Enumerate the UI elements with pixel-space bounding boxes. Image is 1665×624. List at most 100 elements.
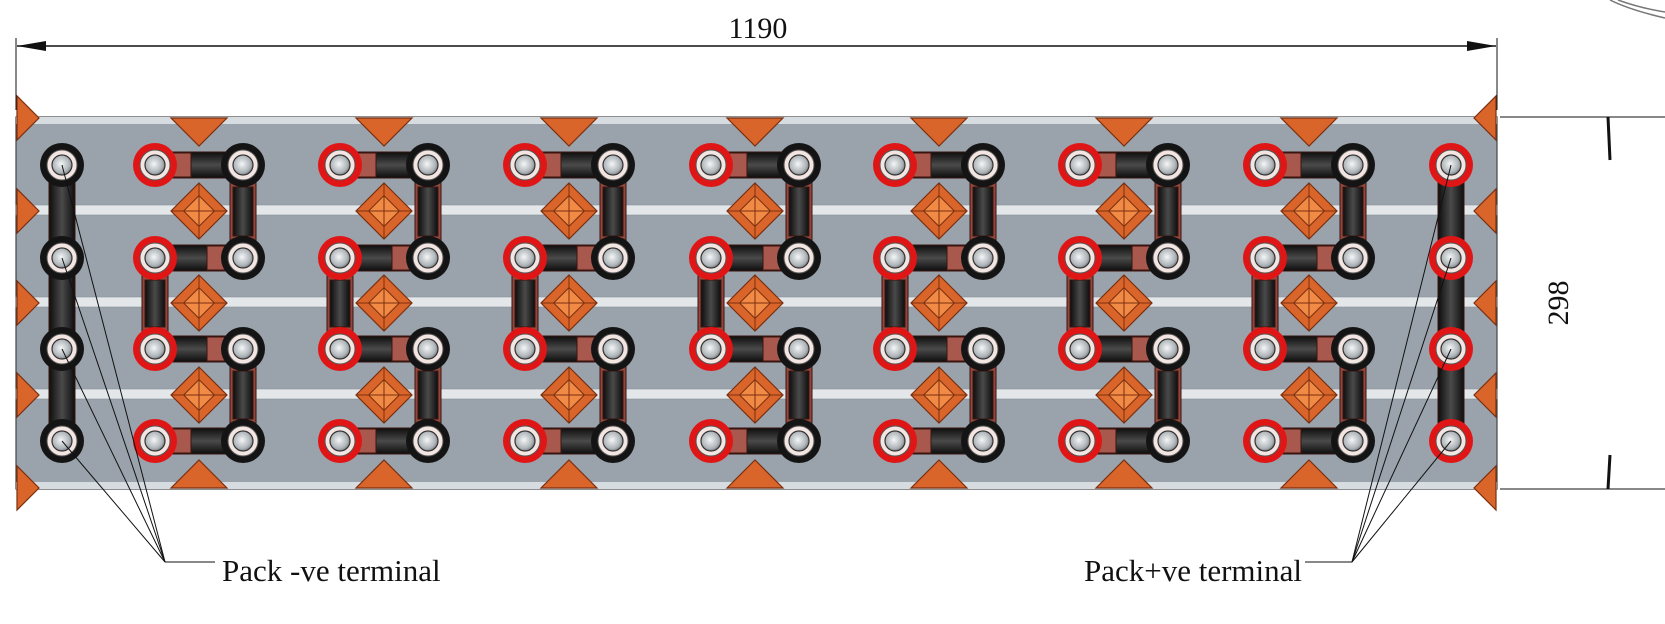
cell-spacer xyxy=(726,366,784,424)
edge-spacer xyxy=(169,117,229,147)
edge-spacer xyxy=(1473,279,1497,327)
cell-terminal xyxy=(700,430,722,452)
cell-terminal xyxy=(1069,154,1091,176)
cell-terminal xyxy=(602,247,624,269)
cell-array xyxy=(16,94,1497,512)
edge-spacer xyxy=(725,117,785,147)
cell-terminal xyxy=(602,430,624,452)
cell-spacer xyxy=(540,366,598,424)
cell-terminal xyxy=(417,154,439,176)
series-link xyxy=(1157,186,1179,237)
cell-terminal xyxy=(514,430,536,452)
cell-terminal xyxy=(700,338,722,360)
cell-spacer xyxy=(170,182,228,240)
cell-terminal xyxy=(788,430,810,452)
cell-terminal xyxy=(1157,338,1179,360)
cell-spacer xyxy=(726,274,784,332)
cell-spacer xyxy=(1095,366,1153,424)
series-link xyxy=(1342,186,1364,237)
cell-spacer xyxy=(170,274,228,332)
edge-spacer xyxy=(1279,459,1339,489)
cell-spacer xyxy=(910,274,968,332)
neg-terminal-label: Pack -ve terminal xyxy=(222,553,441,588)
series-link xyxy=(972,186,994,237)
series-link xyxy=(1069,279,1091,328)
cell-terminal xyxy=(144,247,166,269)
edge-spacer xyxy=(16,279,40,327)
edge-spacer xyxy=(539,117,599,147)
series-link xyxy=(884,279,906,328)
series-link xyxy=(700,279,722,328)
series-link xyxy=(232,370,254,420)
series-link xyxy=(329,279,351,328)
edge-spacer xyxy=(354,117,414,147)
cell-terminal xyxy=(884,338,906,360)
cell-terminal xyxy=(1157,154,1179,176)
cell-terminal xyxy=(1069,247,1091,269)
cell-terminal xyxy=(329,430,351,452)
width-dimension: 1190 xyxy=(15,12,1498,110)
cell-terminal xyxy=(144,430,166,452)
height-dimension-label: 298 xyxy=(1542,281,1575,326)
cell-terminal xyxy=(514,247,536,269)
cell-terminal xyxy=(1342,338,1364,360)
cell-terminal xyxy=(1254,247,1276,269)
series-link xyxy=(602,186,624,237)
series-link xyxy=(144,279,166,328)
cell-terminal xyxy=(232,154,254,176)
cell-terminal xyxy=(232,430,254,452)
height-dimension: 298 xyxy=(1500,116,1665,490)
cell-spacer xyxy=(910,366,968,424)
cell-terminal xyxy=(144,154,166,176)
edge-spacer xyxy=(16,371,40,419)
pos-terminal-label: Pack+ve terminal xyxy=(1084,553,1302,588)
cell-terminal xyxy=(514,154,536,176)
cell-terminal xyxy=(232,247,254,269)
edge-spacer xyxy=(1279,117,1339,147)
series-link xyxy=(1254,279,1276,328)
cell-terminal xyxy=(1157,247,1179,269)
cell-terminal xyxy=(972,338,994,360)
cell-spacer xyxy=(540,182,598,240)
edge-spacer xyxy=(1094,117,1154,147)
series-link xyxy=(1342,370,1364,420)
edge-spacer xyxy=(354,459,414,489)
series-link xyxy=(788,370,810,420)
cell-terminal xyxy=(417,247,439,269)
cell-terminal xyxy=(972,247,994,269)
cell-terminal xyxy=(602,338,624,360)
cell-spacer xyxy=(170,366,228,424)
cell-terminal xyxy=(1254,338,1276,360)
cell-terminal xyxy=(788,338,810,360)
edge-spacer xyxy=(16,187,40,235)
cell-spacer xyxy=(355,182,413,240)
series-link xyxy=(417,186,439,237)
edge-spacer xyxy=(16,464,40,512)
cell-terminal xyxy=(329,154,351,176)
cell-terminal xyxy=(1342,154,1364,176)
cell-terminal xyxy=(884,430,906,452)
cell-terminal xyxy=(232,338,254,360)
width-dimension-label: 1190 xyxy=(729,12,788,45)
edge-spacer xyxy=(1473,371,1497,419)
cell-spacer xyxy=(726,182,784,240)
cell-terminal xyxy=(144,338,166,360)
cell-terminal xyxy=(1254,430,1276,452)
cell-terminal xyxy=(1069,430,1091,452)
cell-spacer xyxy=(910,182,968,240)
cell-spacer xyxy=(355,274,413,332)
edge-spacer xyxy=(1473,187,1497,235)
cell-spacer xyxy=(540,274,598,332)
cell-spacer xyxy=(1280,366,1338,424)
cell-terminal xyxy=(329,338,351,360)
cell-terminal xyxy=(417,430,439,452)
cell-terminal xyxy=(788,247,810,269)
cell-terminal xyxy=(1254,154,1276,176)
series-link xyxy=(1157,370,1179,420)
cell-spacer xyxy=(355,366,413,424)
edge-spacer xyxy=(1094,459,1154,489)
cell-terminal xyxy=(972,430,994,452)
cell-spacer xyxy=(1280,182,1338,240)
cell-spacer xyxy=(1095,182,1153,240)
